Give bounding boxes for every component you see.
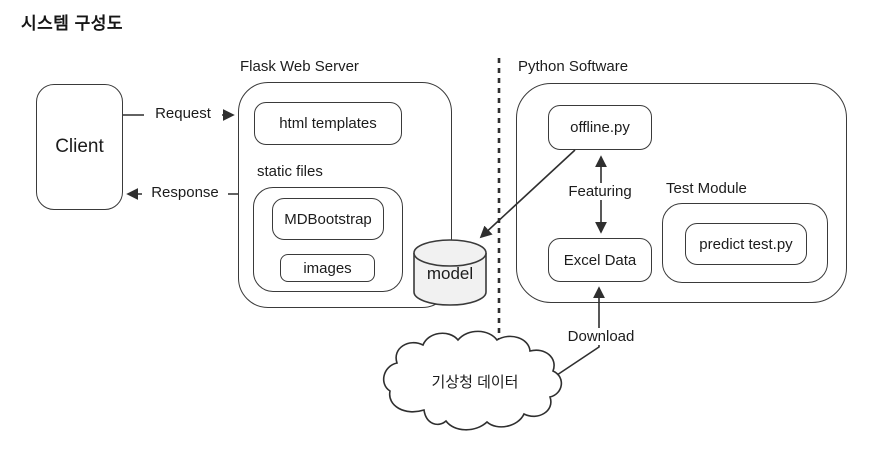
client-node: Client [36,84,123,210]
offline-py-node: offline.py [548,105,652,150]
offline-py-label: offline.py [570,119,630,136]
response-label: Response [142,184,228,201]
images-label: images [303,259,352,277]
download-label: Download [560,328,642,345]
static-files-group [253,187,403,292]
test-module-title: Test Module [666,180,747,197]
weather-cloud-label: 기상청 데이터 [431,374,519,391]
html-templates-node: html templates [254,102,402,145]
mdbootstrap-label: MDBootstrap [284,210,372,228]
images-node: images [280,254,375,282]
predict-test-py-node: predict test.py [685,223,807,265]
mdbootstrap-node: MDBootstrap [272,198,384,240]
flask-server-group [238,82,452,308]
predict-test-py-label: predict test.py [699,235,793,253]
excel-data-label: Excel Data [563,251,637,269]
client-label: Client [55,136,104,157]
static-files-title: static files [257,163,323,180]
excel-data-node: Excel Data [548,238,652,282]
page-title: 시스템 구성도 [21,14,124,33]
html-templates-label: html templates [279,115,377,132]
featuring-label: Featuring [558,183,642,200]
python-software-title: Python Software [518,58,629,75]
model-label: model [426,264,474,283]
flask-server-title: Flask Web Server [240,58,359,75]
test-module-group [662,203,828,283]
request-label: Request [144,105,222,122]
